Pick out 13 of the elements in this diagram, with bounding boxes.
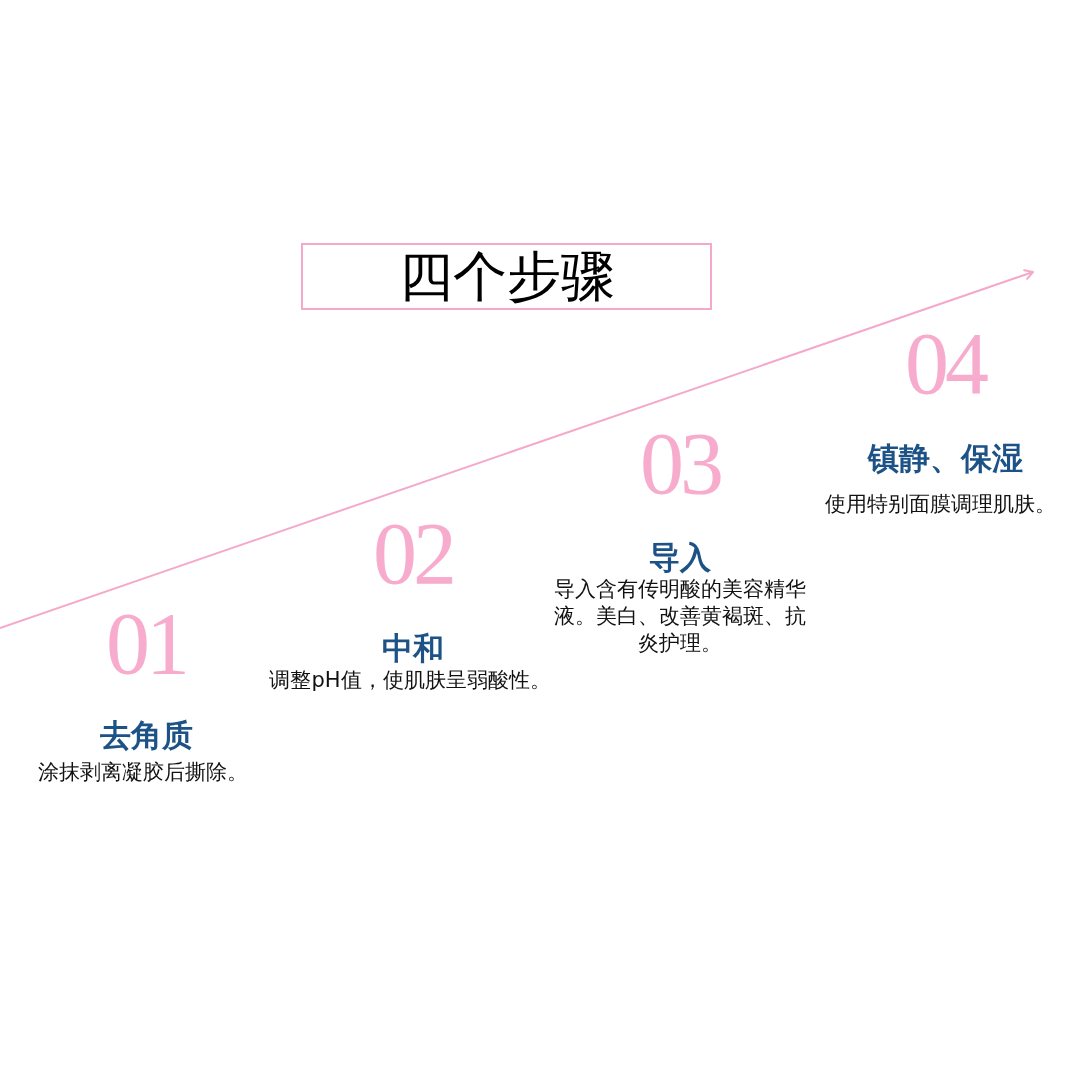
- step-number: 03: [640, 420, 720, 508]
- step-number: 04: [905, 320, 985, 408]
- step-description: 使用特别面膜调理肌肤。: [824, 491, 1056, 518]
- title-box: 四个步骤: [301, 243, 712, 310]
- step-heading: 镇静、保湿: [867, 439, 1023, 477]
- step-description: 涂抹剥离凝胶后撕除。: [38, 759, 248, 786]
- step-number: 01: [106, 600, 186, 688]
- step-heading: 导入: [649, 538, 711, 576]
- step-description: 调整pH值，使肌肤呈弱酸性。: [269, 667, 551, 694]
- step-heading: 中和: [382, 629, 444, 667]
- step-description: 导入含有传明酸的美容精华液。美白、改善黄褐斑、抗炎护理。: [553, 576, 807, 657]
- step-heading: 去角质: [99, 716, 193, 754]
- step-number: 02: [373, 510, 453, 598]
